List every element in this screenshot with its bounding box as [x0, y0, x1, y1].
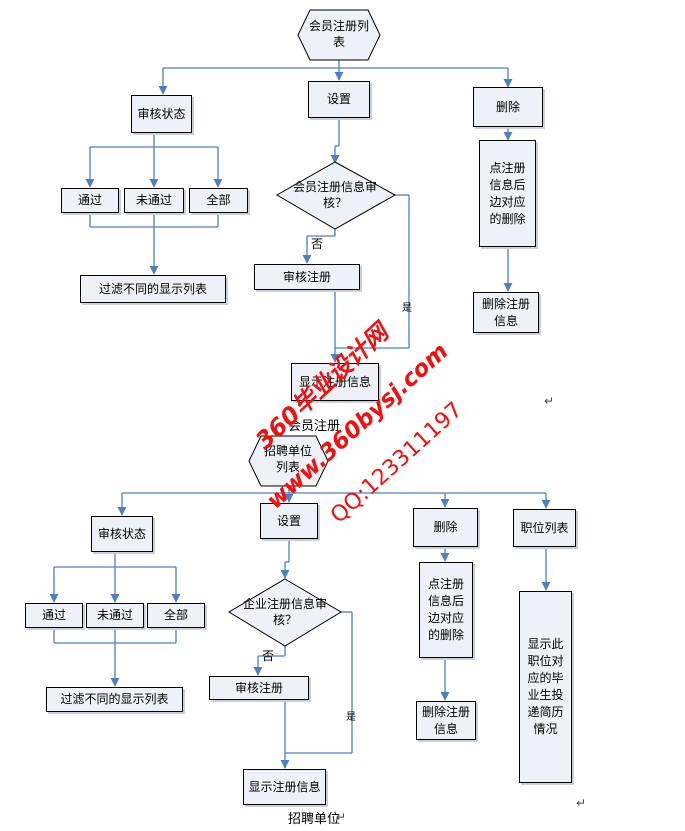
- member-connectors: [85, 58, 513, 363]
- employer-settings-node: 设置: [260, 503, 318, 539]
- member-filter-all-node: 全部: [189, 188, 248, 213]
- member-list-hexagon: [297, 9, 381, 61]
- employer-filter-fail-node: 未通过: [86, 603, 144, 628]
- member-filter-pass-node: 通过: [61, 188, 119, 213]
- employer-connectors: [49, 485, 551, 769]
- employer-decision-label: 企业注册信息审核？: [242, 597, 327, 627]
- employer-decision-yes-label: 是: [346, 712, 356, 723]
- employer-list-node: 招聘单位列表: [263, 444, 312, 474]
- employer-delete-node: 删除: [413, 508, 478, 547]
- member-filter-result-node: 过滤不同的显示列表: [80, 275, 226, 303]
- employer-show-info-node: 显示注册信息: [243, 769, 326, 805]
- paragraph-mark-1: ↵: [544, 394, 555, 408]
- employer-filter-result-node: 过滤不同的显示列表: [46, 687, 183, 712]
- paragraph-mark-3: ↵: [576, 796, 587, 810]
- employer-list-hexagon: [248, 435, 329, 487]
- member-delete-desc-node: 点注册信息后边对应的删除: [479, 140, 536, 247]
- employer-section-caption: 招聘单位: [288, 812, 341, 827]
- member-section-caption: 会员注册: [288, 419, 341, 434]
- employer-decision-diamond: [228, 578, 342, 647]
- member-decision-label: 会员注册信息审核？: [292, 180, 377, 210]
- employer-filter-all-node: 全部: [147, 603, 205, 628]
- paragraph-mark-2: ↵: [336, 810, 347, 824]
- employer-job-desc-node: 显示此职位对应的毕业生投递简历情况: [519, 591, 572, 783]
- employer-review-status-node: 审核状态: [91, 516, 153, 552]
- member-settings-node: 设置: [308, 81, 370, 118]
- employer-review-register-node: 审核注册: [209, 676, 309, 700]
- employer-delete-info-node: 删除注册信息: [416, 701, 476, 740]
- member-show-info-node: 显示注册信息: [291, 363, 379, 401]
- member-list-node: 会员注册列表: [308, 19, 369, 49]
- employer-job-list-node: 职位列表: [513, 509, 576, 547]
- member-decision-no-label: 否: [310, 237, 323, 251]
- employer-delete-desc-node: 点注册信息后边对应的删除: [419, 562, 473, 658]
- employer-filter-pass-node: 通过: [25, 603, 83, 628]
- member-delete-node: 删除: [473, 87, 543, 127]
- member-filter-fail-node: 未通过: [124, 188, 184, 213]
- employer-decision-no-label: 否: [261, 649, 274, 663]
- member-review-status-node: 审核状态: [131, 95, 192, 133]
- member-review-register-node: 审核注册: [254, 264, 360, 290]
- member-delete-info-node: 删除注册信息: [473, 292, 539, 333]
- member-decision-diamond: [276, 161, 397, 230]
- member-decision-yes-label: 是: [402, 303, 412, 314]
